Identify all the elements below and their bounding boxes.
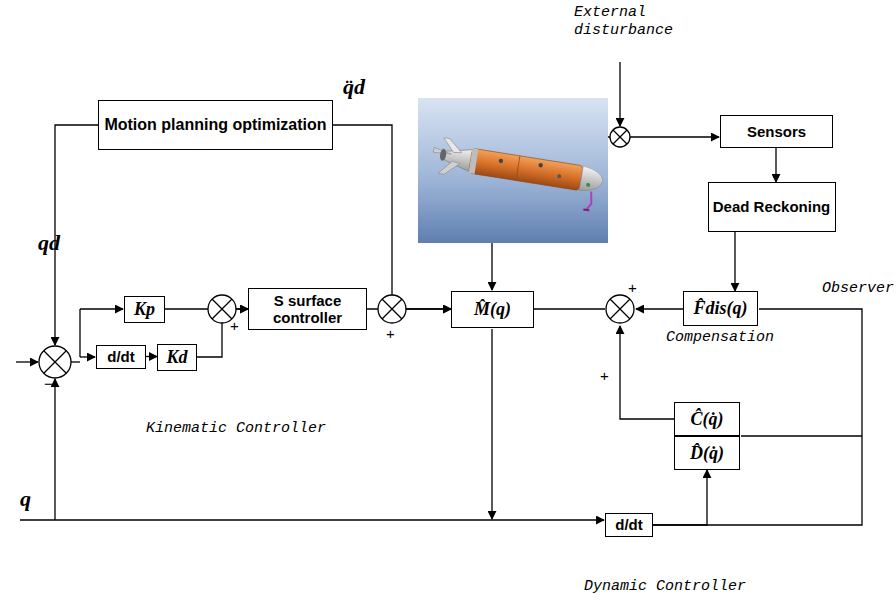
inertia-box: M̂(q)	[451, 291, 534, 328]
damping-box: D̂(q̇)	[674, 436, 740, 470]
gain-box: Kd	[157, 344, 197, 371]
auv-illustration	[538, 163, 543, 168]
summing-junction	[44, 351, 66, 373]
signal-wire	[80, 308, 123, 309]
node-text: Sensors	[747, 123, 806, 140]
node-text: F̂dis(q)	[694, 298, 748, 319]
summing-junction	[382, 299, 402, 319]
sign: +	[628, 280, 642, 295]
auv-illustration	[418, 98, 608, 243]
signal-wire	[491, 243, 492, 290]
auv-illustration	[418, 98, 608, 243]
derivative-box: d/dt	[96, 345, 146, 369]
signal-wire	[741, 435, 862, 436]
node-text: Motion planning optimization	[104, 116, 326, 134]
signal-wire	[71, 361, 80, 362]
auv-illustration	[557, 174, 562, 179]
annotation: Observer	[822, 280, 894, 298]
node-text: M̂(q)	[474, 299, 511, 320]
signal-name: qd	[38, 232, 78, 254]
summing-junction	[212, 299, 232, 319]
process-box: Motion planning optimization	[98, 100, 333, 150]
sign: +	[600, 368, 614, 383]
signal-wire	[619, 62, 620, 126]
signal-wire	[55, 125, 98, 345]
annotation: External disturbance	[574, 4, 684, 40]
auv-illustration	[579, 166, 605, 194]
auv-illustration	[583, 208, 589, 211]
node-text: Ĉ(q̇)	[691, 409, 724, 430]
derivative-box: d/dt	[605, 513, 653, 537]
auv-illustration	[469, 148, 479, 174]
node-text: Kp	[134, 299, 155, 320]
node-text: d/dt	[107, 348, 135, 365]
summing-junction	[613, 130, 627, 144]
signal-wire	[54, 379, 55, 520]
edge-label: q̈d	[343, 76, 365, 98]
auv-illustration	[428, 136, 606, 211]
auv-illustration	[586, 183, 591, 188]
signal-wire	[653, 309, 862, 525]
signal-wire	[16, 62, 862, 525]
signal-wire	[620, 326, 674, 419]
node-text: S surface controller	[249, 292, 366, 327]
signal-connector	[653, 470, 707, 525]
gain-box: Kp	[124, 296, 165, 323]
node-text: Kd	[166, 347, 187, 368]
signal-wire	[491, 329, 492, 519]
auv-illustration	[586, 191, 593, 210]
summing-junction	[610, 127, 630, 147]
node-text: d/dt	[615, 516, 643, 533]
summing-junction	[378, 295, 406, 323]
annotation: Kinematic Controller	[146, 420, 336, 438]
summing-junction	[39, 346, 71, 378]
sensor-box: Sensors	[720, 115, 833, 148]
auv-illustration	[469, 148, 584, 190]
auv-illustration	[439, 148, 447, 161]
auv-illustration	[498, 158, 503, 163]
node-text: Dead Reckoning	[713, 198, 831, 215]
controller-box: S surface controller	[248, 288, 367, 330]
signal-wire	[534, 308, 605, 309]
node-text: D̂(q̇)	[690, 443, 724, 464]
signal-wire	[636, 308, 683, 309]
signal-connector	[775, 148, 776, 182]
annotation: Dynamic Controller	[584, 578, 754, 596]
process-box: Dead Reckoning	[708, 182, 836, 232]
sign: +	[230, 318, 244, 333]
coriolis-box: Ĉ(q̇)	[674, 402, 740, 436]
annotation: Compensation	[666, 329, 778, 347]
auv-illustration	[516, 156, 520, 181]
signal-connector	[734, 232, 735, 291]
summing-junction	[606, 295, 634, 323]
signal-wire	[80, 356, 95, 357]
signal-wire	[16, 361, 38, 362]
signal-name: q	[20, 488, 50, 510]
sign: +	[386, 326, 400, 341]
signal-wire	[79, 309, 80, 357]
summing-junction	[39, 127, 634, 378]
summing-junction	[610, 299, 630, 319]
signal-wire	[20, 519, 604, 520]
auv-illustration	[438, 159, 460, 176]
signal-wire	[630, 136, 719, 137]
sign: −	[44, 376, 58, 391]
observer-box: F̂dis(q)	[683, 291, 758, 326]
signal-connector	[146, 356, 157, 357]
